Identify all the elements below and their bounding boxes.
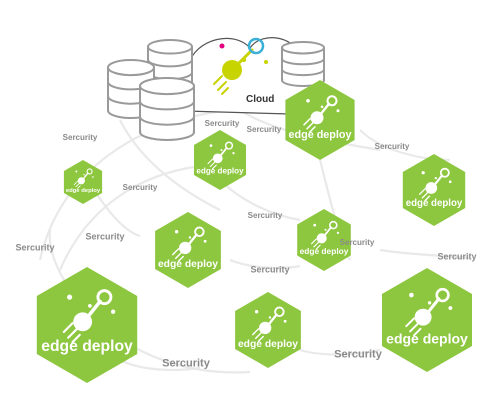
edge-logo-icon [252,306,287,342]
link-label: Sercurity [62,133,98,142]
node-label: edge deploy [386,330,468,346]
link-line [38,108,231,261]
edge-deploy-node: edge deploy [402,154,466,226]
link-label: Sercurity [339,238,375,247]
node-label: edge deploy [406,198,463,209]
link-line [58,163,211,271]
edge-logo-icon [207,141,235,170]
edge-logo-icon [73,168,94,189]
edge-deploy-node: edge deploy [155,212,221,288]
link-line [379,248,471,260]
edge-deploy-node: edge deploy [297,209,351,271]
edge-logo-icon [311,220,340,250]
edge-deploy-node: edge deploy [382,268,472,372]
edge-deploy-node: edge deploy [36,267,138,383]
node-label: edge deploy [41,338,133,355]
link-line [299,348,381,356]
link-label: Sercurity [334,348,382,361]
edge-deploy-node: edge deploy [63,160,103,204]
edge-deploy-node: edge deploy [194,130,246,190]
database-icon [281,41,325,87]
node-label: edge deploy [196,167,244,176]
link-label: Sercurity [122,183,158,192]
link-label: Sercurity [246,125,282,134]
node-label: edge deploy [238,339,298,350]
link-label: Sercurity [437,251,477,262]
node-label: edge deploy [66,188,101,194]
edge-logo-icon [62,289,116,344]
node-label: edge deploy [300,246,349,256]
edge-logo-icon [405,287,453,337]
edge-deploy-node: edge deploy [235,292,301,368]
edge-logo-icon [172,226,207,262]
link-label: Sercurity [85,231,125,242]
edge-logo-icon [418,167,452,202]
cloud-label: Cloud [246,94,275,105]
edge-logo-icon [213,37,268,95]
link-line [119,119,221,211]
link-label: Sercurity [162,357,210,370]
link-label: Sercurity [250,264,290,275]
node-label: edge deploy [289,129,352,141]
link-label: Sercurity [247,211,283,220]
link-line [119,359,201,372]
edge-deploy-node: edge deploy [285,80,355,160]
edge-logo-icon [303,95,340,133]
link-label: Sercurity [374,142,410,151]
database-icon [139,77,195,142]
node-label: edge deploy [158,259,218,270]
link-line [229,258,301,270]
link-label: Sercurity [15,242,55,253]
link-label: Sercurity [204,119,240,128]
cloud-group [107,37,325,142]
edge-nodes: edge deploy edge deploy edge deploy edge de… [36,80,472,383]
